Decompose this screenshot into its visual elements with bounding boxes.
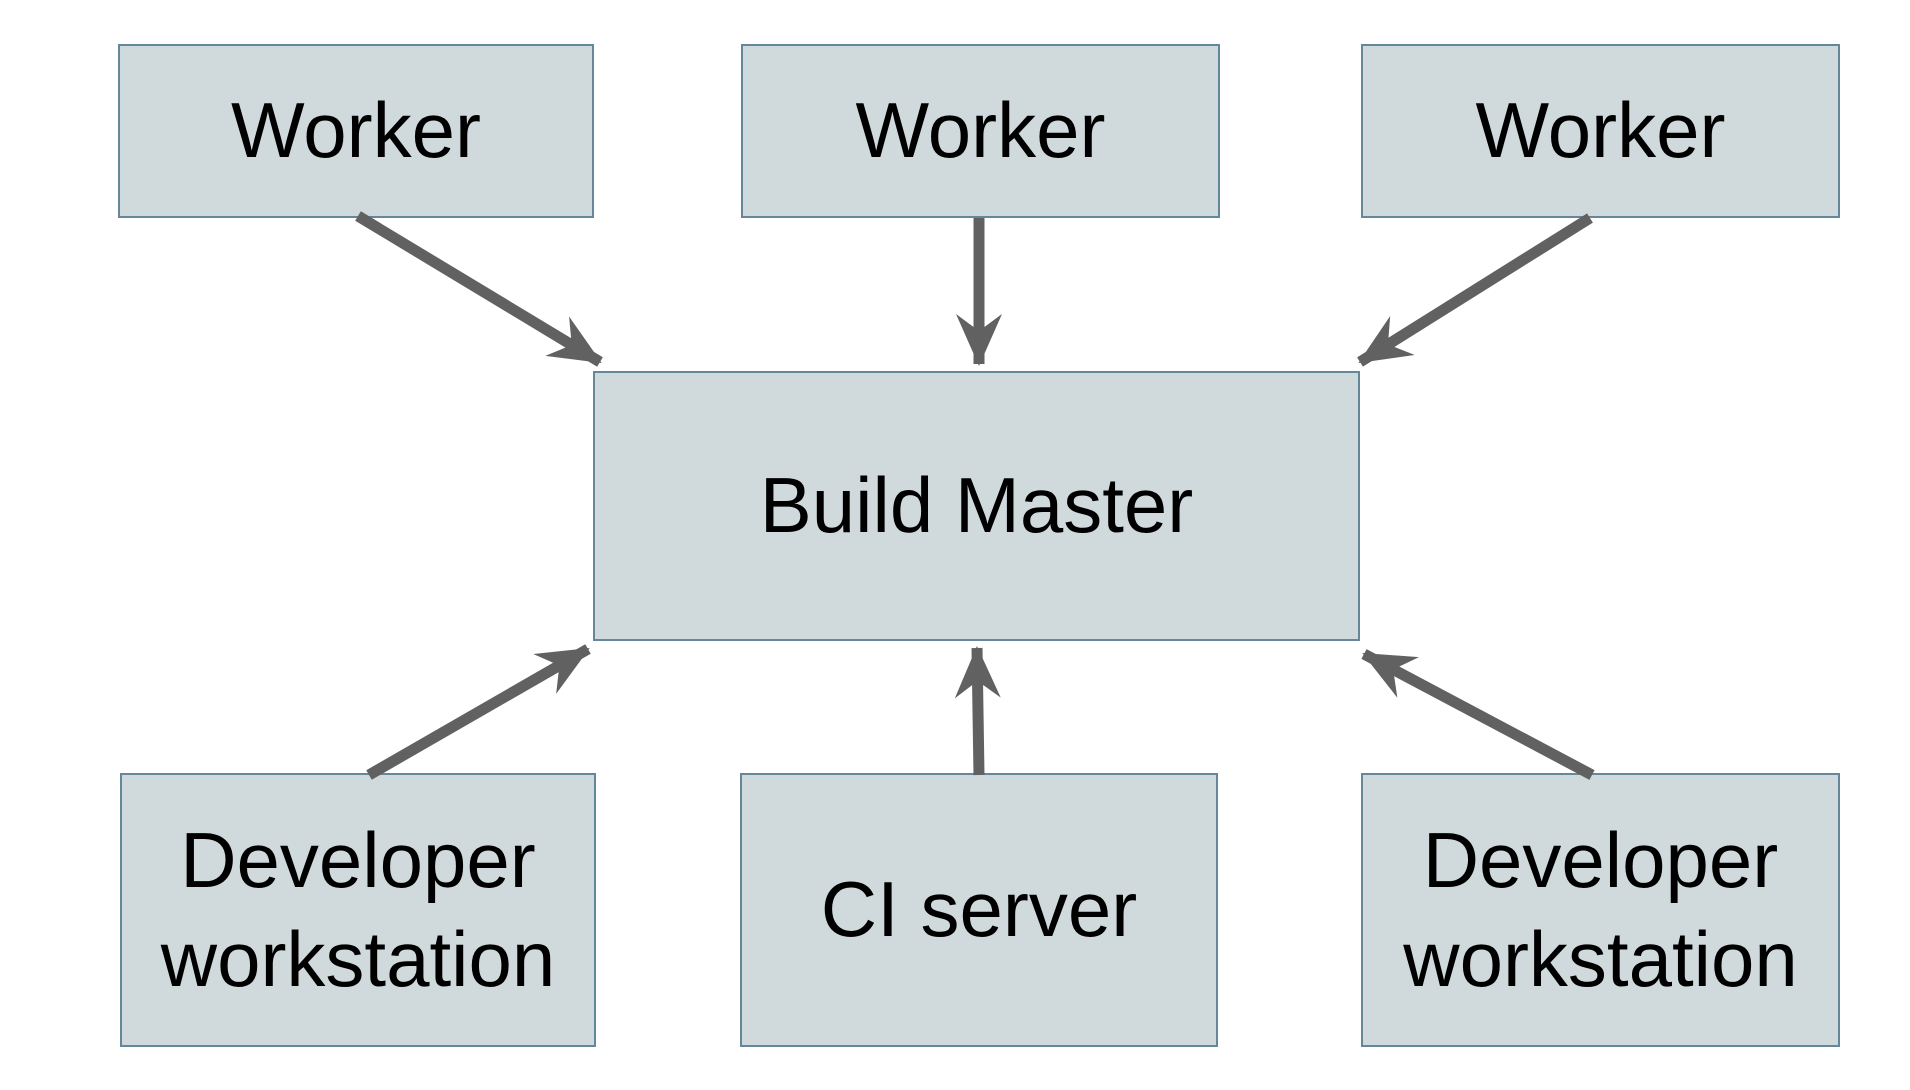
arrow-worker_left-to-build_master bbox=[355, 211, 603, 367]
node-developer-workstation-right-label: Developer workstation bbox=[1403, 815, 1798, 1003]
node-ci-server-label: CI server bbox=[820, 865, 1138, 954]
node-developer-workstation-right: Developer workstation bbox=[1361, 773, 1840, 1047]
node-developer-workstation-left: Developer workstation bbox=[120, 773, 596, 1047]
arrow-worker_right-to-build_master bbox=[1357, 213, 1593, 367]
arrow-dev_workstation_right-to-build_master bbox=[1361, 649, 1595, 780]
node-worker-middle: Worker bbox=[741, 44, 1220, 218]
arrow-ci_server-to-build_master bbox=[954, 646, 1001, 776]
node-worker-left-label: Worker bbox=[231, 86, 481, 175]
node-build-master-label: Build Master bbox=[759, 461, 1194, 550]
node-ci-server: CI server bbox=[740, 773, 1218, 1047]
arrow-dev_workstation_left-to-build_master bbox=[366, 644, 591, 780]
node-worker-right: Worker bbox=[1361, 44, 1840, 218]
node-worker-left: Worker bbox=[118, 44, 594, 218]
node-worker-right-label: Worker bbox=[1475, 86, 1726, 175]
node-build-master: Build Master bbox=[593, 371, 1360, 641]
node-worker-middle-label: Worker bbox=[855, 86, 1106, 175]
node-developer-workstation-left-label: Developer workstation bbox=[160, 815, 556, 1003]
